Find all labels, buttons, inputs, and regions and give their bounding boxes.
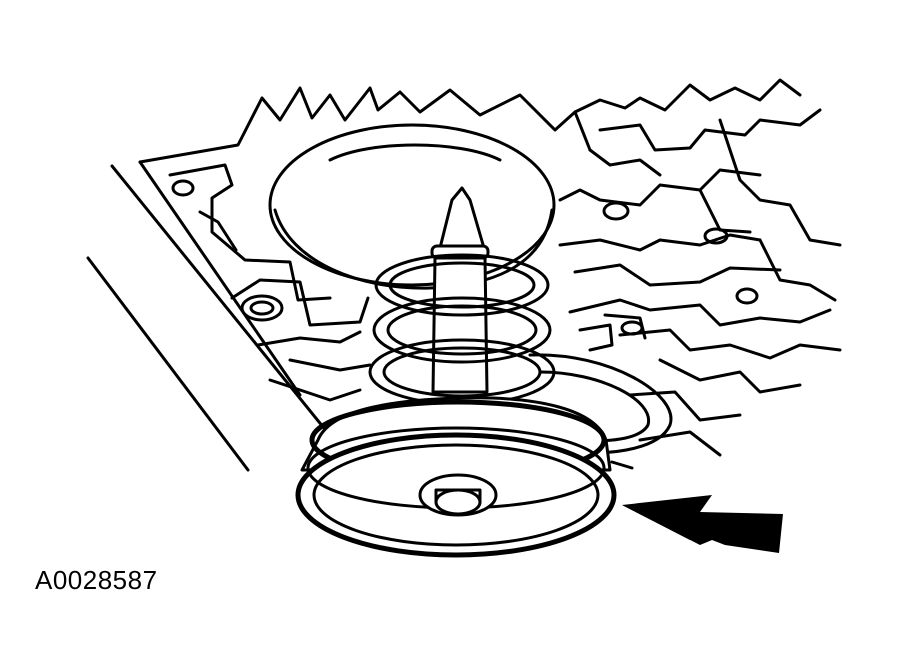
servo-lower-chamber xyxy=(528,353,673,455)
double-arrow-icon xyxy=(610,460,783,553)
bolt-holes xyxy=(171,179,759,336)
piston-center-boss xyxy=(418,473,498,517)
piston-rod xyxy=(430,186,490,394)
valve-body-passages xyxy=(138,78,842,457)
case-edge-lines xyxy=(86,160,334,472)
return-spring xyxy=(368,253,556,406)
servo-bore xyxy=(268,123,556,290)
figure-reference-code: A0028587 xyxy=(35,565,158,595)
